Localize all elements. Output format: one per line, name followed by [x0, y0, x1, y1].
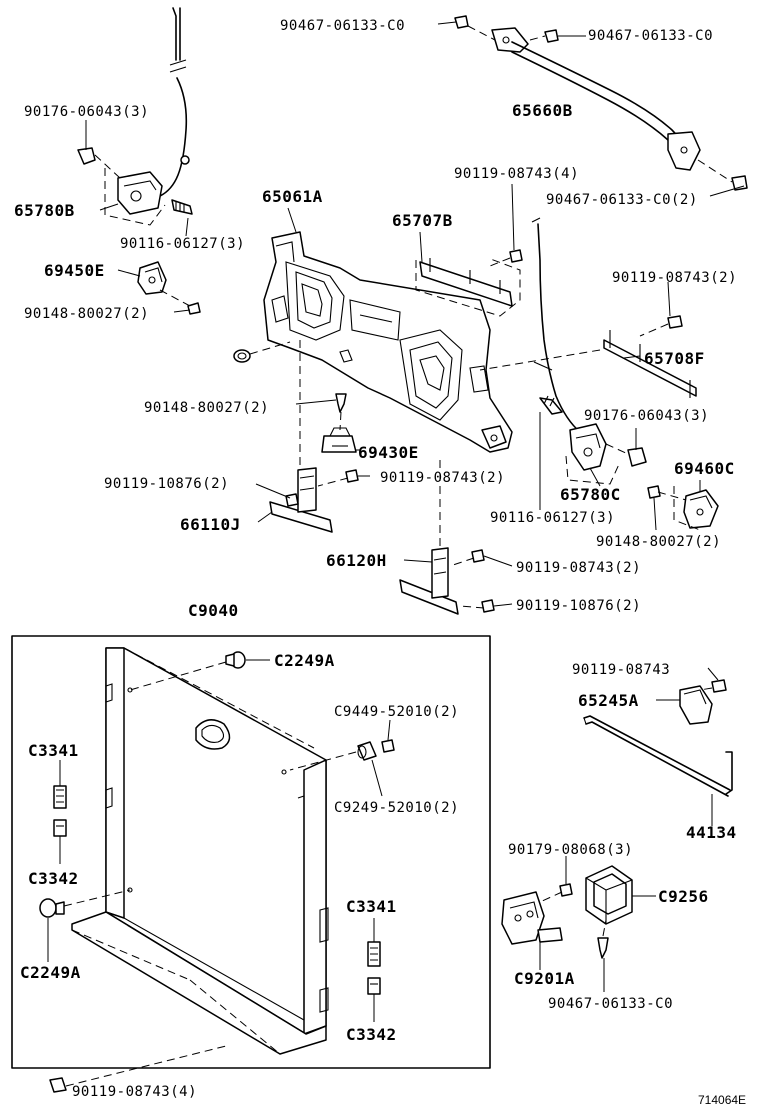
group-box-c9040 [11, 635, 491, 1069]
cover-panel-c9040 [71, 647, 329, 1055]
label-c9040: C9040 [188, 601, 239, 620]
label-c9201a: C9201A [514, 969, 575, 988]
label-65780b: 65780B [14, 201, 75, 220]
label-90467-06133-c0-a: 90467-06133-C0 [280, 18, 405, 34]
label-c2249a-left: C2249A [20, 963, 81, 982]
screw-bottom-right [597, 919, 609, 959]
label-c3341-left: C3341 [28, 741, 79, 760]
pad-c3341-left [53, 785, 67, 809]
bolt-upper-right [489, 249, 523, 267]
lock-assembly-65780b [77, 147, 193, 226]
pad-c3342-left [53, 819, 67, 837]
grommet [233, 341, 291, 363]
label-90119-08743-c: 90119-08743 [572, 662, 670, 678]
label-c9449-52010: C9449-52010(2) [334, 704, 459, 720]
label-66110j: 66110J [180, 515, 241, 534]
clip-c2249a-left [39, 889, 131, 918]
rod-44134 [583, 715, 733, 797]
label-c9249-52010: C9249-52010(2) [334, 800, 459, 816]
label-c3342-left: C3342 [28, 869, 79, 888]
label-69430e: 69430E [358, 443, 419, 462]
label-65708f: 65708F [644, 349, 705, 368]
label-90148-80027-a: 90148-80027(2) [24, 306, 149, 322]
label-c2249a-top: C2249A [274, 651, 335, 670]
label-c3341-right: C3341 [346, 897, 397, 916]
release-cable-lower [531, 217, 581, 433]
frame-panel-65061a [263, 231, 513, 555]
lock-assembly-65780c [565, 423, 647, 485]
label-65245a: 65245A [578, 691, 639, 710]
hinge-66110j [269, 467, 359, 533]
label-c9256: C9256 [658, 887, 709, 906]
label-65780c: 65780C [560, 485, 621, 504]
label-90119-08743-4b: 90119-08743(4) [72, 1084, 197, 1100]
label-90148-80027-c: 90148-80027(2) [596, 534, 721, 550]
bracket-65707b [415, 257, 521, 317]
leader-lines [47, 21, 745, 1022]
label-90119-10876-b: 90119-10876(2) [516, 598, 641, 614]
label-44134: 44134 [686, 823, 737, 842]
bracket-69460c [647, 485, 719, 531]
label-c3342-right: C3342 [346, 1025, 397, 1044]
clip-c2249a-top [129, 651, 246, 691]
label-90148-80027-b: 90148-80027(2) [144, 400, 269, 416]
label-90119-08743-2a: 90119-08743(2) [612, 270, 737, 286]
label-65707b: 65707B [392, 211, 453, 230]
label-90467-06133-c0-2: 90467-06133-C0(2) [546, 192, 698, 208]
screw-center [335, 393, 347, 431]
label-90116-06127-a: 90116-06127(3) [120, 236, 245, 252]
label-90467-06133-c0-b: 90467-06133-C0 [588, 28, 713, 44]
label-90119-08743-2c: 90119-08743(2) [516, 560, 641, 576]
label-65061a: 65061A [262, 187, 323, 206]
label-90116-06127-b: 90116-06127(3) [490, 510, 615, 526]
release-cable-upper [159, 7, 190, 197]
label-90176-06043-b: 90176-06043(3) [584, 408, 709, 424]
cover-c9256 [585, 865, 633, 925]
hinge-66120h [399, 547, 495, 615]
rod-65708f [479, 315, 697, 398]
bracket-65245a [679, 679, 727, 725]
bracket-69430e [321, 427, 357, 453]
bolt-bottom [49, 1045, 227, 1093]
label-65660b: 65660B [512, 101, 573, 120]
drawing-code: 714064E [698, 1093, 746, 1107]
cushion-c9249 [289, 739, 395, 771]
striker-c9201a [501, 883, 573, 945]
label-90119-08743-2b: 90119-08743(2) [380, 470, 505, 486]
label-90119-10876-a: 90119-10876(2) [104, 476, 229, 492]
pad-c3341-right [367, 941, 381, 967]
label-69460c: 69460C [674, 459, 735, 478]
rod-65660b [454, 15, 748, 191]
pad-c3342-right [367, 977, 381, 995]
label-90119-08743-4a: 90119-08743(4) [454, 166, 579, 182]
label-90179-08068: 90179-08068(3) [508, 842, 633, 858]
bracket-69450e [137, 261, 201, 315]
label-69450e: 69450E [44, 261, 105, 280]
label-90176-06043-a: 90176-06043(3) [24, 104, 149, 120]
label-66120h: 66120H [326, 551, 387, 570]
label-90467-06133-c0-c: 90467-06133-C0 [548, 996, 673, 1012]
